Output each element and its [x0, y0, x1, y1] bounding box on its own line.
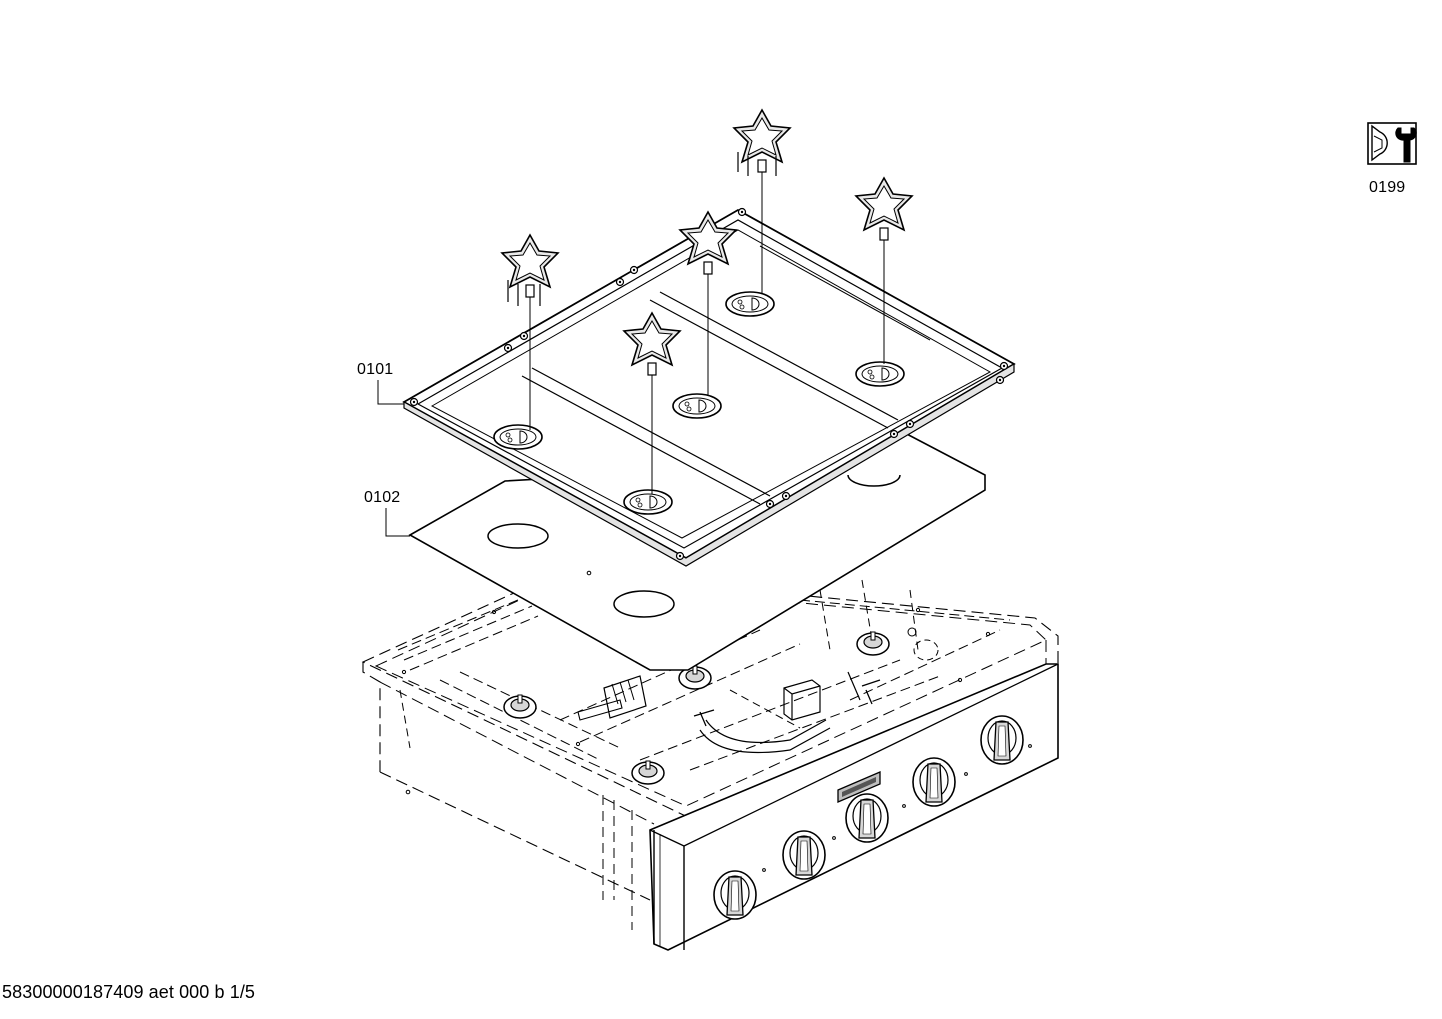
wrench-icon	[1367, 122, 1417, 165]
burner-base-front	[631, 760, 665, 785]
burner-cap-right	[855, 177, 913, 241]
burner-cap-left	[501, 234, 559, 306]
control-knob-3	[845, 793, 889, 843]
leader-lines	[529, 170, 885, 494]
burner-base-right	[856, 631, 890, 656]
callout-gasket: 0102	[364, 489, 401, 506]
burner-port-rear-center	[725, 291, 775, 317]
burner-port-front-center	[623, 489, 673, 515]
callout-grate-tray: 0101	[357, 361, 394, 378]
brand-plate	[837, 771, 881, 803]
callout-leaders	[377, 380, 410, 537]
callout-service-part: 0199	[1369, 179, 1406, 196]
control-knob-4	[912, 757, 956, 807]
burner-base-left	[503, 694, 537, 719]
control-knob-5	[980, 715, 1024, 765]
control-knob-1	[713, 870, 757, 920]
document-reference: 58300000187409 aet 000 b 1/5	[2, 982, 256, 1002]
burner-port-front-left	[493, 424, 543, 450]
control-knob-2	[782, 830, 826, 880]
burner-port-right	[855, 361, 905, 387]
burner-port-center	[672, 393, 722, 419]
cooktop-body	[361, 571, 1059, 930]
burner-cap-rear	[733, 109, 791, 176]
